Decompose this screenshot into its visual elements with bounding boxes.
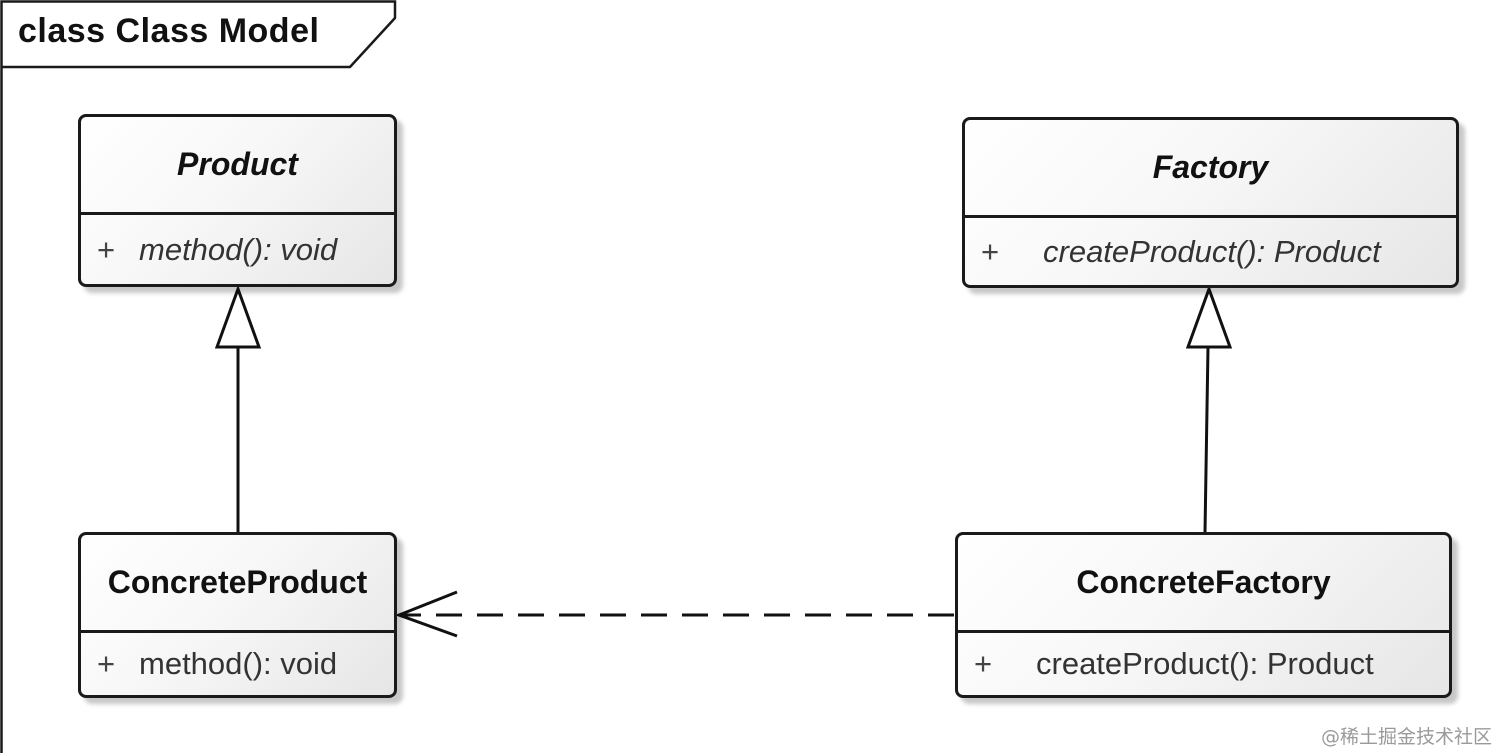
operation-signature: method(): void xyxy=(139,646,338,681)
visibility-public: + xyxy=(981,233,1000,269)
visibility-public: + xyxy=(97,646,116,681)
class-factory[interactable]: Factory + createProduct(): Product xyxy=(962,117,1459,288)
class-concrete-product[interactable]: ConcreteProduct + method(): void xyxy=(78,532,397,698)
visibility-public: + xyxy=(97,231,116,267)
generalization-factory xyxy=(1185,284,1233,533)
generalization-product xyxy=(214,284,262,532)
visibility-public: + xyxy=(974,646,993,681)
class-concrete-product-name: ConcreteProduct xyxy=(81,535,394,633)
frame-tab xyxy=(0,0,397,753)
operation-signature: method(): void xyxy=(139,231,338,267)
class-concrete-factory-name: ConcreteFactory xyxy=(958,535,1449,633)
class-product-name: Product xyxy=(81,117,394,215)
operation-signature: createProduct(): Product xyxy=(1036,646,1374,681)
operation-signature: createProduct(): Product xyxy=(1043,233,1381,269)
class-product-operation: + method(): void xyxy=(81,215,394,284)
class-concrete-factory[interactable]: ConcreteFactory + createProduct(): Produ… xyxy=(955,532,1452,698)
dependency-arrow xyxy=(394,590,954,638)
class-concrete-product-operation: + method(): void xyxy=(81,633,394,695)
frame-title: class Class Model xyxy=(18,12,320,50)
watermark: @稀土掘金技术社区 xyxy=(1320,726,1492,748)
class-concrete-factory-operation: + createProduct(): Product xyxy=(958,633,1449,695)
class-product[interactable]: Product + method(): void xyxy=(78,114,397,287)
class-factory-operation: + createProduct(): Product xyxy=(965,218,1456,285)
class-factory-name: Factory xyxy=(965,120,1456,218)
